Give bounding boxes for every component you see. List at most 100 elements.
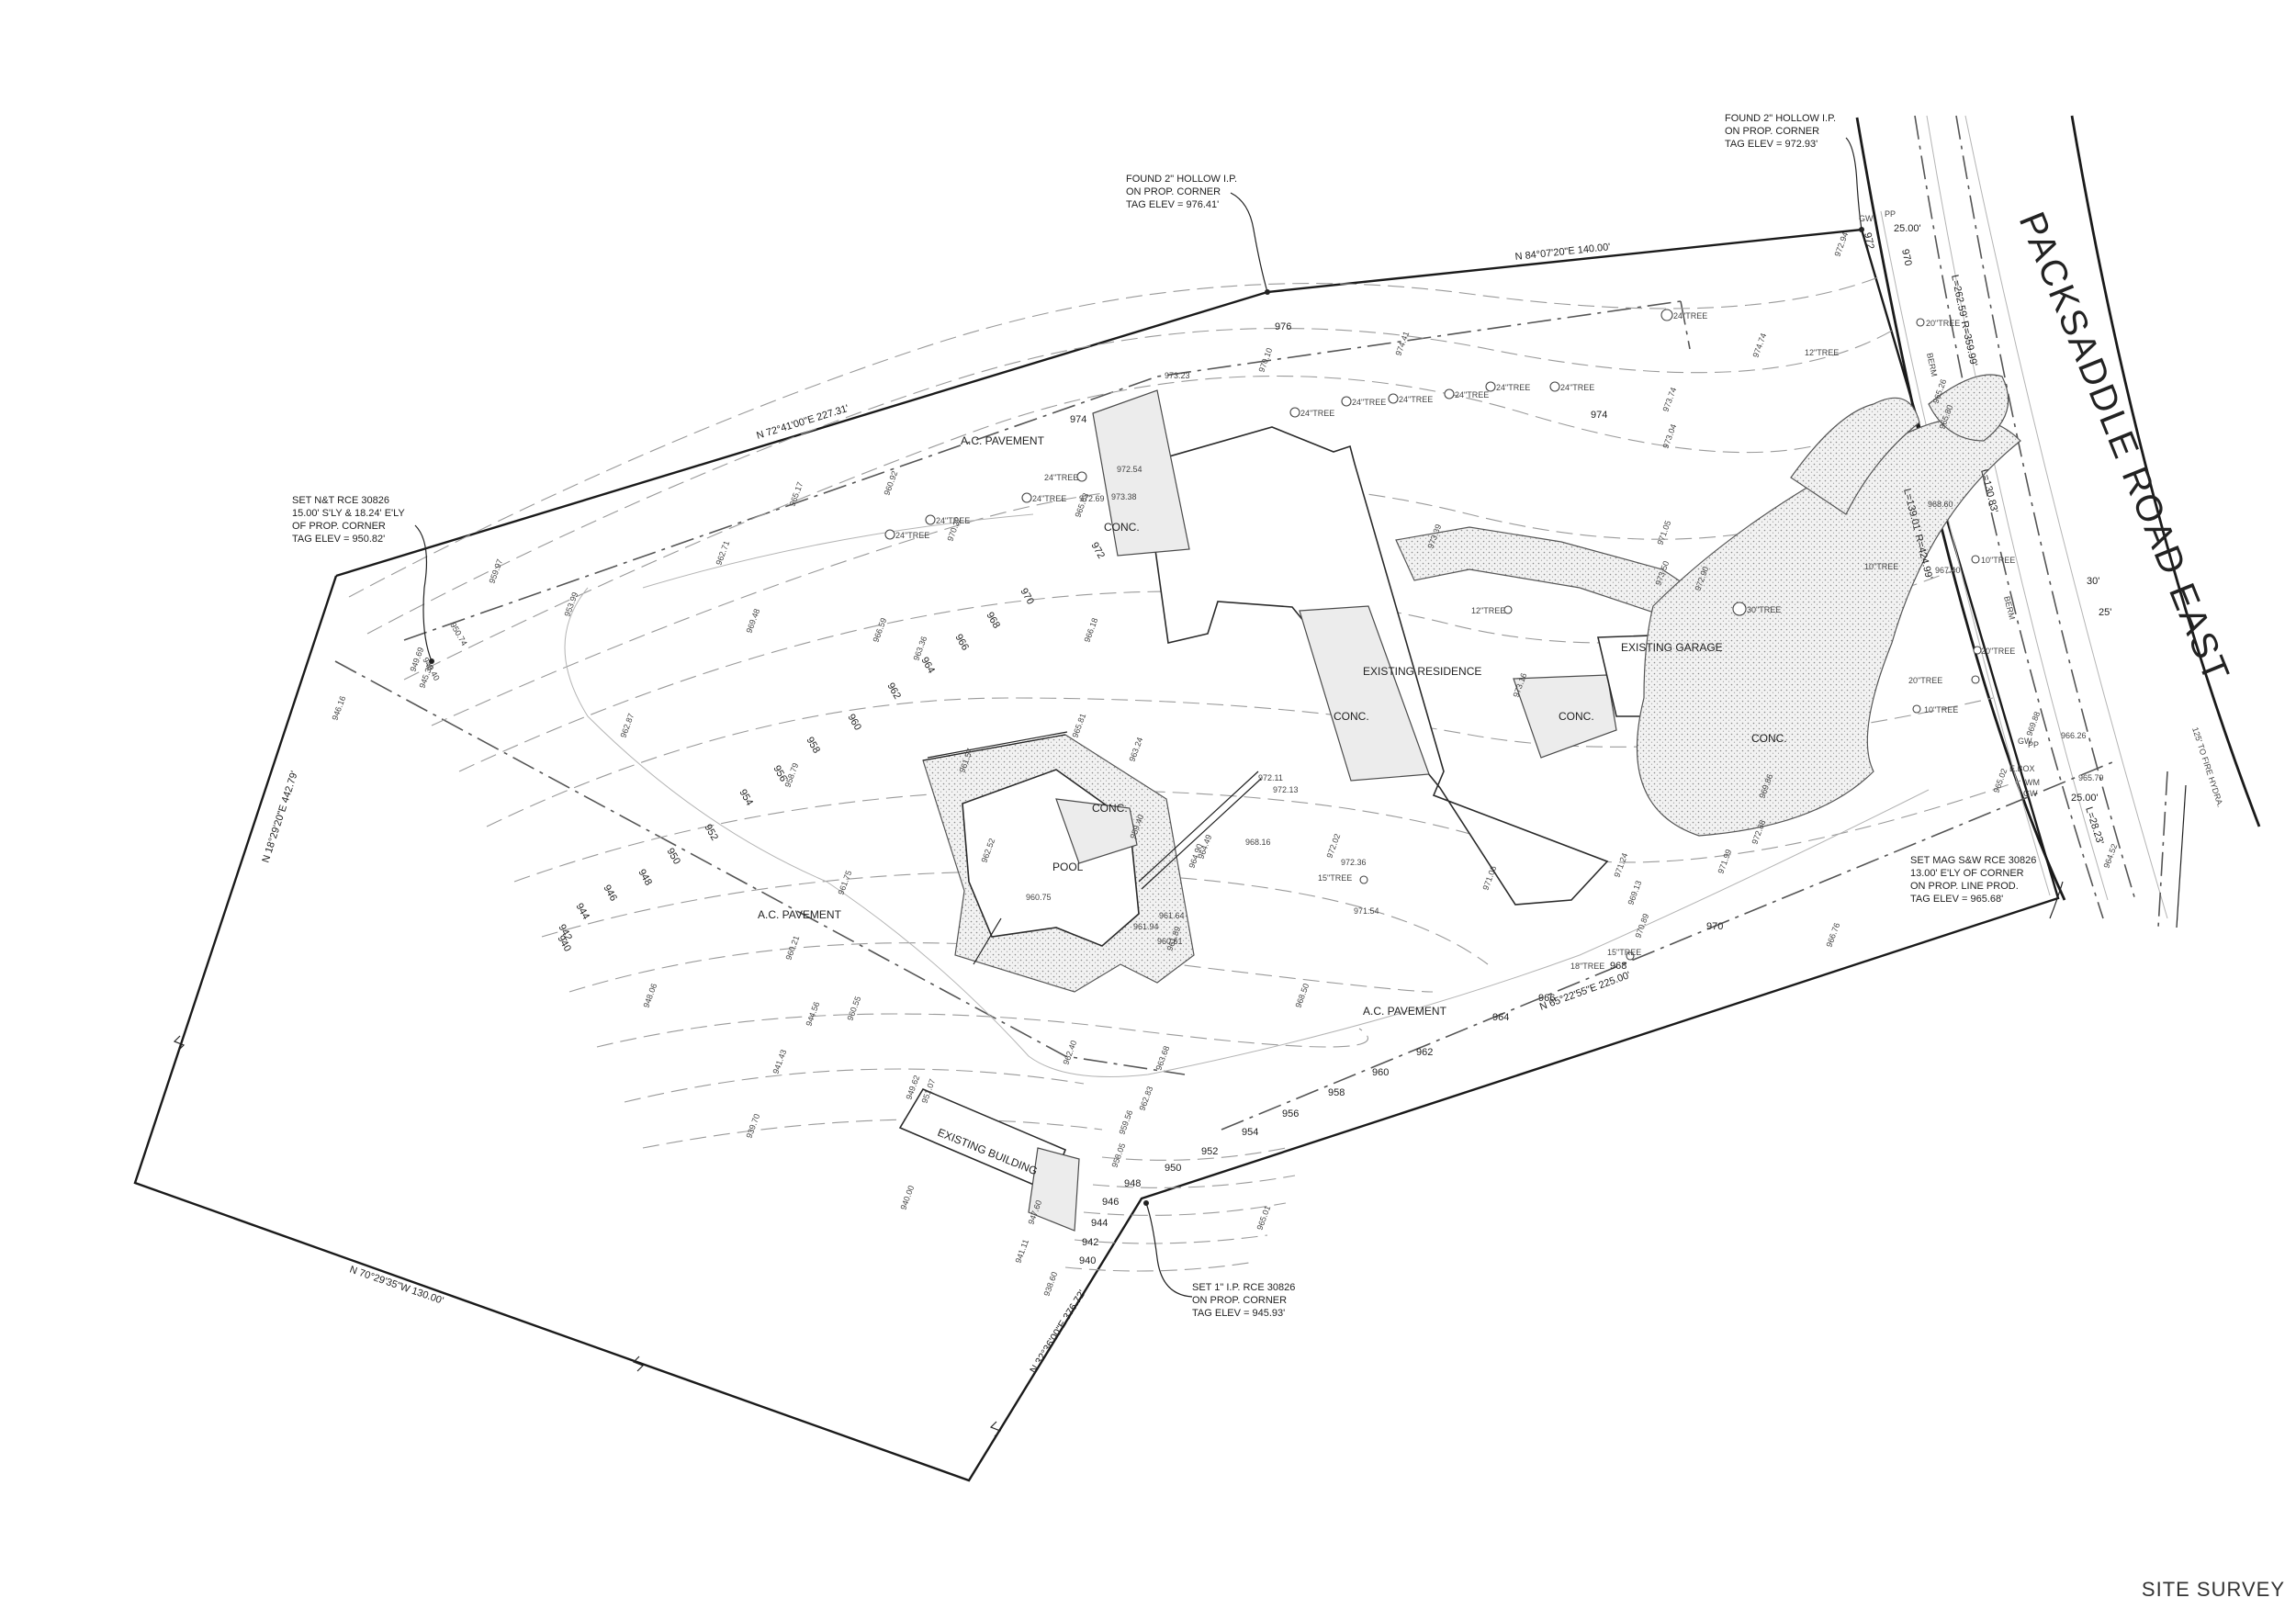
spot-elevation: 973.23	[1165, 371, 1190, 380]
spot-elevation: 974.74	[1750, 332, 1768, 358]
tree-label: 24"TREE	[1032, 494, 1066, 503]
spot-elevation: 972.11	[1258, 773, 1283, 782]
tree-label: 24"TREE	[1044, 473, 1078, 482]
row-width-3: 30'	[2087, 576, 2099, 587]
svg-text:13.00' E'LY OF CORNER: 13.00' E'LY OF CORNER	[1910, 868, 2024, 879]
ebox-label: E.BOX	[2009, 764, 2035, 773]
tree-label: 20"TREE	[1908, 676, 1942, 685]
tree-label: 12"TREE	[1471, 606, 1505, 615]
tree-label: 30"TREE	[1747, 605, 1781, 614]
note-found-ip-2: FOUND 2" HOLLOW I.P. ON PROP. CORNER TAG…	[1725, 113, 1836, 150]
tree-label: 24"TREE	[1455, 390, 1489, 399]
road-edges	[1855, 115, 2261, 928]
spot-elevation: 965.17	[787, 480, 805, 507]
spot-elevation: 965.01	[1255, 1204, 1272, 1231]
contour-label: 962	[1416, 1047, 1433, 1058]
spot-elevation: 969.48	[744, 607, 761, 634]
svg-text:TAG ELEV = 950.82': TAG ELEV = 950.82'	[292, 534, 385, 545]
spot-elevation: 974.41	[1393, 330, 1411, 356]
spot-elevation: 944.56	[804, 1000, 821, 1027]
spot-elevation: 953.99	[562, 591, 580, 617]
contour-label: 952	[702, 823, 720, 843]
gw-label-2: GW	[2018, 737, 2032, 746]
spot-elevation: 972.94	[1832, 231, 1850, 257]
tree-label: 20"TREE	[1926, 319, 1960, 328]
spot-elevation: 959.97	[487, 557, 504, 584]
contour-label: 940	[1079, 1255, 1096, 1266]
spot-elevation: 948.06	[641, 982, 658, 1008]
svg-text:TAG ELEV = 976.41': TAG ELEV = 976.41'	[1126, 199, 1219, 210]
spot-elevation: 972.36	[1341, 858, 1367, 867]
svg-text:15.00' S'LY & 18.24' E'LY: 15.00' S'LY & 18.24' E'LY	[292, 508, 405, 519]
conc-label-3: CONC.	[1559, 710, 1594, 723]
contour-label: 968	[1610, 961, 1626, 972]
spot-elevation: 965.02	[1991, 767, 2009, 793]
contour-label: 970	[1899, 248, 1914, 266]
tree-label: 20"TREE	[1981, 647, 2015, 656]
note-set-nt: SET N&T RCE 30826 15.00' S'LY & 18.24' E…	[292, 495, 405, 545]
spot-elevation: 971.54	[1354, 906, 1379, 916]
contour-label: 964	[918, 656, 937, 676]
gw-label-3: GW	[2023, 789, 2038, 798]
contour-label: 966	[1538, 993, 1555, 1004]
contour-label: 946	[1102, 1197, 1119, 1208]
bearing-northwest: N 72°41'00"E 227.31'	[755, 403, 850, 442]
tree-label: 24"TREE	[1560, 383, 1594, 392]
spot-elevation: 962.87	[618, 712, 636, 738]
spot-elevation: 971.99	[1716, 848, 1733, 874]
spot-elevation: 973.74	[1660, 386, 1678, 412]
bearing-southeast: N 65°22'55"E 225.00'	[1538, 970, 1632, 1013]
note-found-ip-1: FOUND 2" HOLLOW I.P. ON PROP. CORNER TAG…	[1126, 174, 1237, 210]
residence-label: EXISTING RESIDENCE	[1363, 665, 1481, 678]
tree-label: 24"TREE	[1399, 395, 1433, 404]
existing-residence	[1092, 389, 1709, 906]
spot-elevation: 971.06	[1480, 864, 1498, 891]
pool-label: POOL	[1052, 861, 1084, 873]
spot-elevation: 939.70	[744, 1112, 761, 1139]
spot-elevation: 962.40	[1061, 1039, 1078, 1065]
contour-label: 954	[737, 788, 755, 808]
tree-label: 15"TREE	[1318, 873, 1352, 883]
bearing-south-short: N 32°36'00"E 376.72'	[1028, 1288, 1087, 1376]
sheet-title: SITE SURVEY	[2141, 1578, 2285, 1601]
spot-elevation: 960.55	[845, 995, 862, 1021]
row-width-2: 25.00'	[2071, 793, 2099, 804]
spot-elevation: 972.69	[1079, 494, 1105, 503]
spot-elevation: 960.75	[1026, 893, 1052, 902]
contour-label: 972	[1088, 541, 1107, 561]
spot-elevation: 966.26	[2061, 731, 2087, 740]
spot-elevation: 972.54	[1117, 465, 1142, 474]
contour-label: 946	[601, 883, 619, 904]
conc-label-5: CONC.	[1092, 802, 1128, 815]
spot-elevation: 960.61	[1157, 937, 1183, 946]
tree-label: 24"TREE	[1352, 398, 1386, 407]
spot-elevation: 966.18	[1082, 616, 1099, 643]
svg-text:OF PROP. CORNER: OF PROP. CORNER	[292, 521, 386, 532]
pavement-outline	[564, 513, 1930, 1077]
spot-elevation: 970.10	[1256, 346, 1274, 373]
svg-text:SET 1" I.P. RCE 30826: SET 1" I.P. RCE 30826	[1192, 1282, 1295, 1293]
spot-elevation: 959.56	[1117, 1108, 1134, 1135]
spot-elevation: 950.74	[448, 621, 468, 647]
spot-elevation: 961.75	[836, 869, 853, 895]
svg-text:ON PROP. CORNER: ON PROP. CORNER	[1192, 1295, 1287, 1306]
garage-label: EXISTING GARAGE	[1621, 641, 1723, 654]
spot-elevation: 971.05	[1655, 519, 1672, 546]
tree-label: 15"TREE	[1607, 948, 1641, 957]
contour-label: 944	[573, 902, 591, 922]
contour-label: 950	[664, 847, 682, 867]
contour-label: 962	[884, 681, 903, 702]
contour-label: 960	[1372, 1067, 1389, 1078]
tree-label: 24"TREE	[1300, 409, 1334, 418]
property-boundary	[133, 228, 2060, 1482]
pool-area	[922, 731, 1262, 993]
existing-building	[898, 1087, 1080, 1232]
conc-label-2: CONC.	[1334, 710, 1369, 723]
spot-elevation: 941.43	[771, 1048, 788, 1075]
spot-elevation: 965.63	[1073, 491, 1090, 518]
spot-elevation: 967.40	[1935, 566, 1961, 575]
contour-label: 974	[1070, 414, 1086, 425]
svg-text:ON PROP. CORNER: ON PROP. CORNER	[1126, 186, 1221, 197]
contour-label: 972	[1862, 231, 1876, 250]
